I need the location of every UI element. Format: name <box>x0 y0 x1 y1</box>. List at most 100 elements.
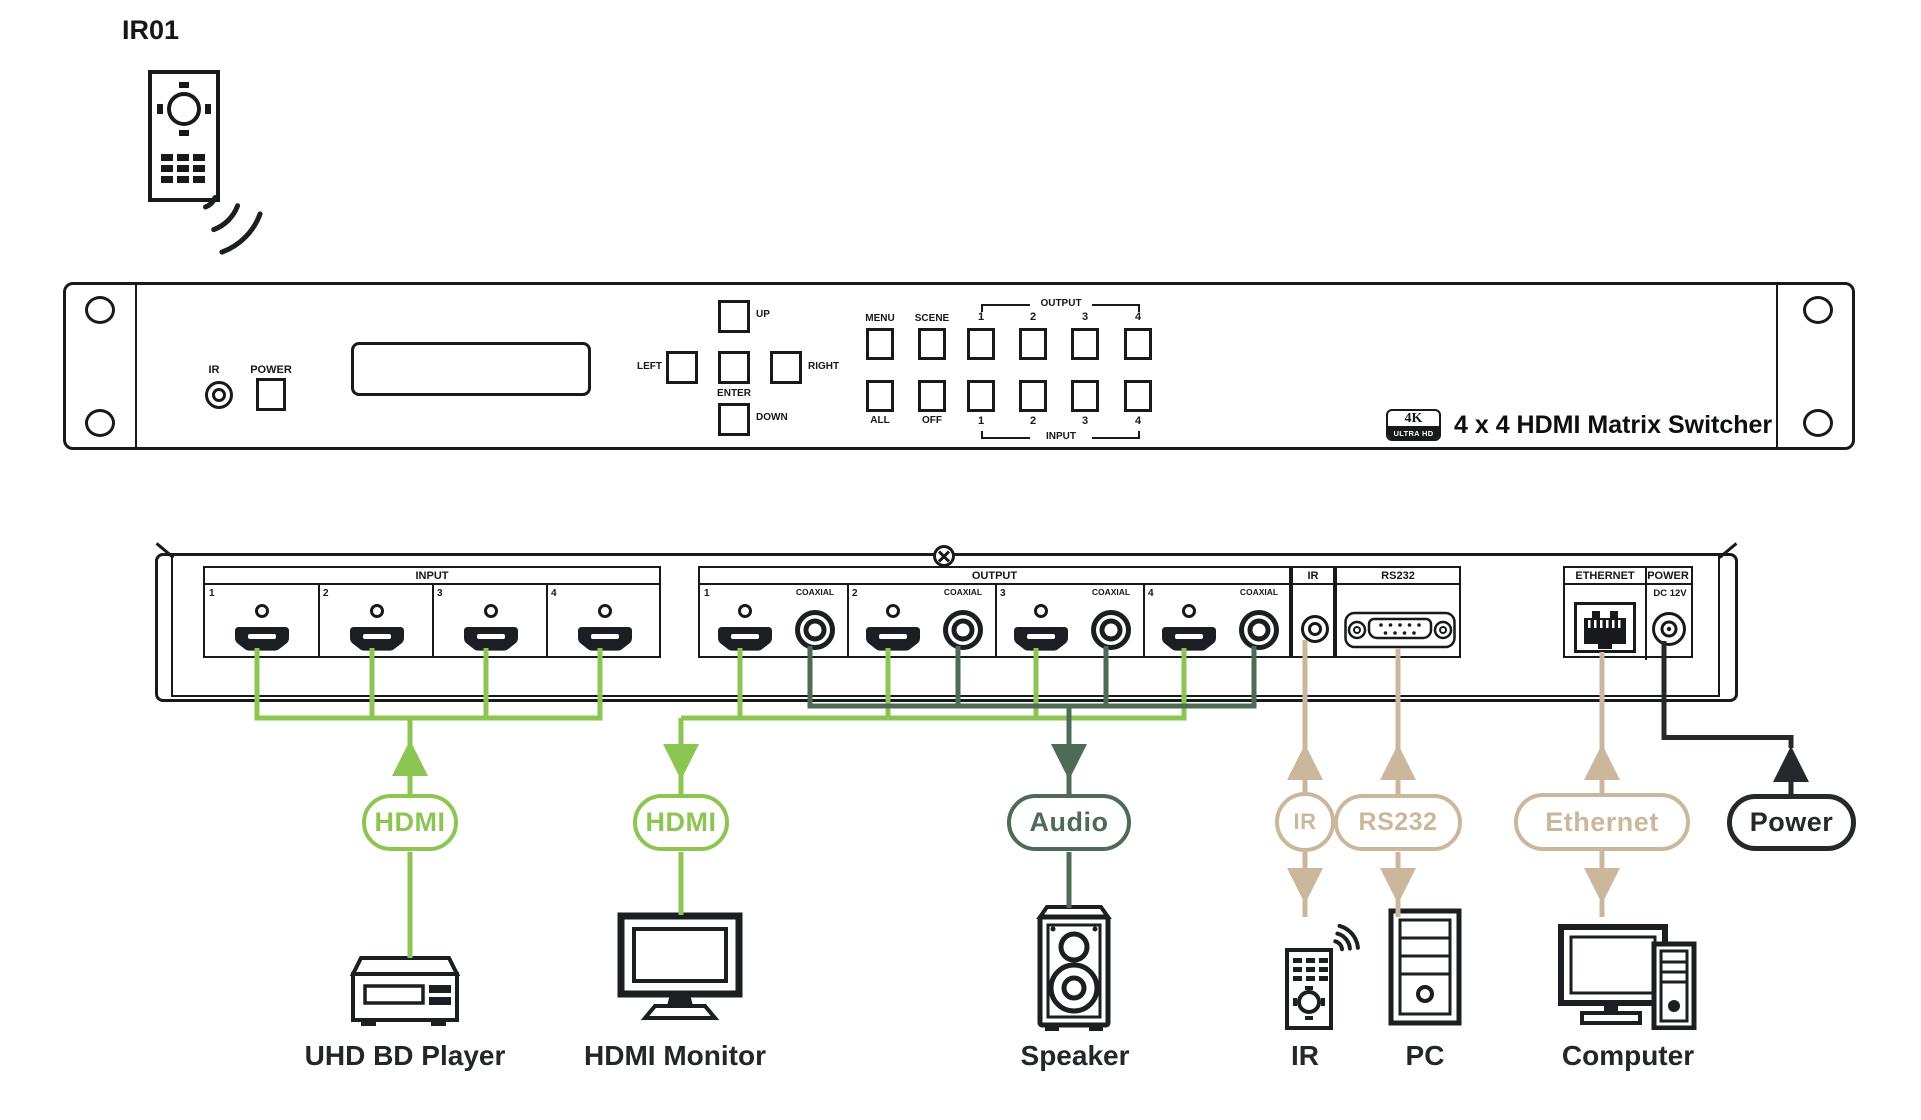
power-pill: Power <box>1727 794 1856 851</box>
arrow-up-ir <box>1287 744 1323 780</box>
port-led <box>738 604 752 618</box>
cell-divider <box>847 585 849 656</box>
menu-label: MENU <box>865 313 895 324</box>
ir-jack-port <box>1301 615 1329 643</box>
input-4-button[interactable] <box>1124 380 1152 412</box>
rack-hole <box>1803 409 1833 437</box>
rear-input-header: INPUT <box>205 568 659 585</box>
output-num-2: 2 <box>1029 311 1037 323</box>
scene-label: SCENE <box>914 313 950 324</box>
coaxial-port <box>943 610 983 650</box>
port-led <box>255 604 269 618</box>
badge-ultrahd-text: ULTRA HD <box>1388 428 1439 439</box>
right-label: RIGHT <box>808 361 840 372</box>
lcd-display <box>351 342 591 396</box>
dc-power-port <box>1652 612 1686 646</box>
arrow-down-audio <box>1051 744 1087 780</box>
input-3-button[interactable] <box>1071 380 1099 412</box>
output-bracket <box>1092 304 1140 306</box>
rear-ethernet-header: ETHERNET <box>1575 570 1635 582</box>
4k-ultrahd-badge: 4K ULTRA HD <box>1386 409 1441 441</box>
hdmi-monitor-icon <box>617 912 743 1020</box>
scene-button[interactable] <box>918 328 946 360</box>
output-port-num: 3 <box>1000 588 1006 599</box>
remote-nav-tick-left <box>157 104 163 114</box>
rear-rs232-header: RS232 <box>1337 568 1459 585</box>
rear-output-header: OUTPUT <box>700 568 1289 585</box>
all-button[interactable] <box>866 380 894 412</box>
hdmi-output-port <box>718 627 772 651</box>
rack-hole <box>85 409 115 437</box>
rack-hole <box>1803 296 1833 324</box>
ir-remote-device-icon <box>1285 923 1360 1030</box>
menu-button[interactable] <box>866 328 894 360</box>
output-3-button[interactable] <box>1071 328 1099 360</box>
badge-4k-text: 4K <box>1388 411 1439 428</box>
enter-button[interactable] <box>718 351 750 384</box>
input-2-button[interactable] <box>1019 380 1047 412</box>
cell-divider <box>1143 585 1145 656</box>
speaker-icon <box>1036 905 1112 1031</box>
arrow-down-rs232 <box>1380 868 1416 904</box>
remote-nav-tick-down <box>179 130 189 136</box>
cell-divider <box>995 585 997 656</box>
rear-power-header: POWER <box>1647 570 1689 582</box>
hdmi-in-pill: HDMI <box>362 794 458 851</box>
output-1-button[interactable] <box>967 328 995 360</box>
rear-ir-header: IR <box>1293 568 1333 585</box>
rear-inner-frame <box>1718 556 1720 697</box>
remote-nav-ring <box>167 92 201 126</box>
hdmi-input-port <box>235 627 289 651</box>
arrow-up-hdmi-in <box>392 740 428 776</box>
output-2-button[interactable] <box>1019 328 1047 360</box>
rear-ir-section: IR <box>1291 566 1335 658</box>
rear-inner-frame <box>171 695 1720 697</box>
output-4-button[interactable] <box>1124 328 1152 360</box>
rear-lan-power-section: ETHERNET POWER DC 12V <box>1563 566 1693 660</box>
right-button[interactable] <box>770 351 802 384</box>
up-label: UP <box>756 309 770 320</box>
remote-keypad <box>161 154 205 183</box>
ir-device-label: IR <box>1291 1040 1319 1071</box>
rs232-pill: RS232 <box>1334 794 1462 851</box>
input-group-label: INPUT <box>1046 431 1076 442</box>
left-button[interactable] <box>666 351 698 384</box>
input-num-4: 4 <box>1134 415 1142 427</box>
off-button[interactable] <box>918 380 946 412</box>
arrow-down-hdmi-out <box>663 744 699 780</box>
cell-divider <box>432 585 434 656</box>
computer-icon <box>1558 924 1697 1030</box>
output-num-1: 1 <box>977 311 985 323</box>
port-led <box>484 604 498 618</box>
cell-divider <box>546 585 548 656</box>
output-bracket-tick <box>981 304 983 312</box>
output-bracket <box>981 304 1030 306</box>
port-led <box>370 604 384 618</box>
ground-screw-icon <box>933 545 955 567</box>
hdmi-output-port <box>1162 627 1216 651</box>
output-num-4: 4 <box>1134 311 1142 323</box>
bd-player-icon <box>349 956 461 1026</box>
product-name: 4 x 4 HDMI Matrix Switcher <box>1454 411 1773 439</box>
front-panel-right-ear-divider <box>1776 285 1778 447</box>
coaxial-port <box>795 610 835 650</box>
pc-label: PC <box>1405 1040 1445 1071</box>
power-button[interactable] <box>256 378 286 411</box>
port-led <box>598 604 612 618</box>
port-led <box>1034 604 1048 618</box>
arrow-down-ethernet <box>1584 868 1620 904</box>
arrow-up-ethernet <box>1584 744 1620 780</box>
up-button[interactable] <box>718 300 750 333</box>
rs232-db9-port <box>1344 611 1456 649</box>
rack-hole <box>85 296 115 324</box>
down-button[interactable] <box>718 403 750 436</box>
audio-pill: Audio <box>1007 794 1131 851</box>
input-num-2: 2 <box>1029 415 1037 427</box>
rear-inner-frame <box>171 556 173 697</box>
front-ir-label: IR <box>208 364 220 376</box>
output-port-num: 4 <box>1148 588 1154 599</box>
input-num-1: 1 <box>977 415 985 427</box>
lan-power-header: ETHERNET POWER <box>1565 568 1691 585</box>
input-1-button[interactable] <box>967 380 995 412</box>
coaxial-port <box>1091 610 1131 650</box>
